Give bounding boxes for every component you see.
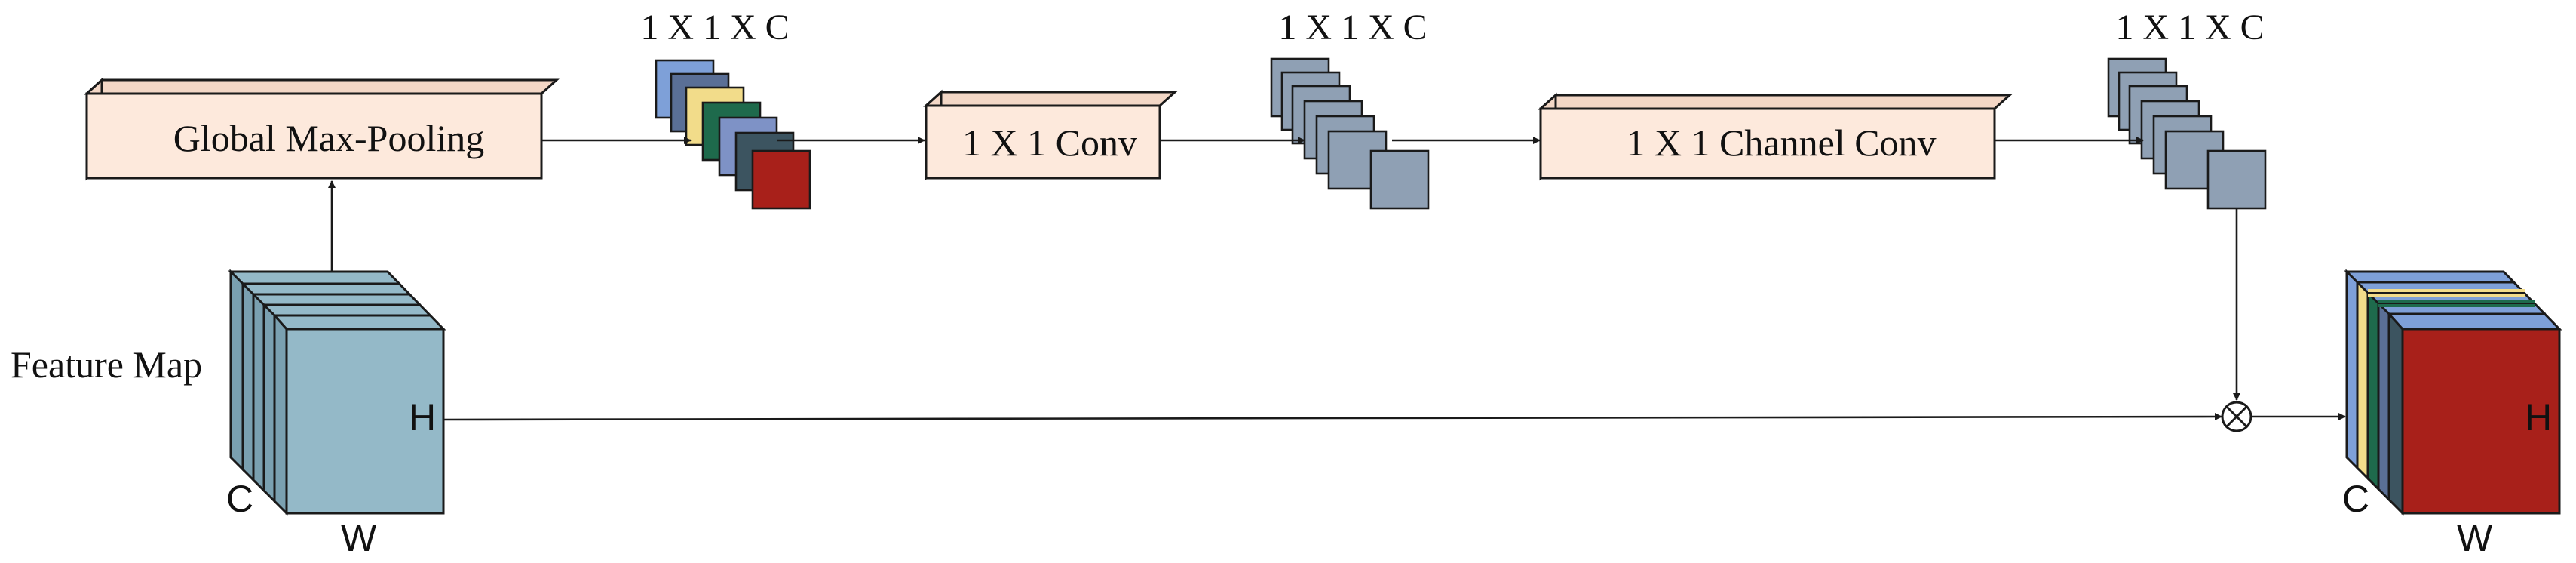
feature-map-label: Feature Map — [11, 343, 202, 386]
pooled-channel-stack — [655, 59, 811, 210]
channel-conv-1x1-label: 1 X 1 Channel Conv — [1626, 122, 1936, 164]
channel-conv-output-stack — [2107, 57, 2267, 210]
global-max-pooling-block: Global Max-Pooling — [84, 77, 560, 181]
input-dim-h: H — [409, 396, 436, 438]
input-dim-w: W — [341, 517, 377, 559]
output-dim-c: C — [2342, 478, 2369, 520]
stack-3-dim-label: 1 X 1 X C — [2115, 8, 2264, 48]
conv-1x1-block: 1 X 1 Conv — [923, 89, 1178, 181]
stack-2-dim-label: 1 X 1 X C — [1278, 8, 1427, 48]
output-dim-h: H — [2525, 396, 2552, 438]
conv-output-stack — [1270, 57, 1430, 210]
output-feature-map — [2344, 269, 2562, 516]
global-max-pooling-label: Global Max-Pooling — [173, 117, 484, 159]
arrow-featuremap-to-multiply — [443, 413, 2222, 421]
multiply-circle-icon — [2221, 401, 2252, 432]
conv-1x1-label: 1 X 1 Conv — [962, 122, 1137, 164]
channel-conv-1x1-block: 1 X 1 Channel Conv — [1538, 92, 2013, 181]
stack-1-dim-label: 1 X 1 X C — [640, 8, 789, 48]
input-feature-map — [228, 269, 446, 516]
input-dim-c: C — [226, 478, 253, 520]
output-dim-w: W — [2457, 517, 2493, 559]
